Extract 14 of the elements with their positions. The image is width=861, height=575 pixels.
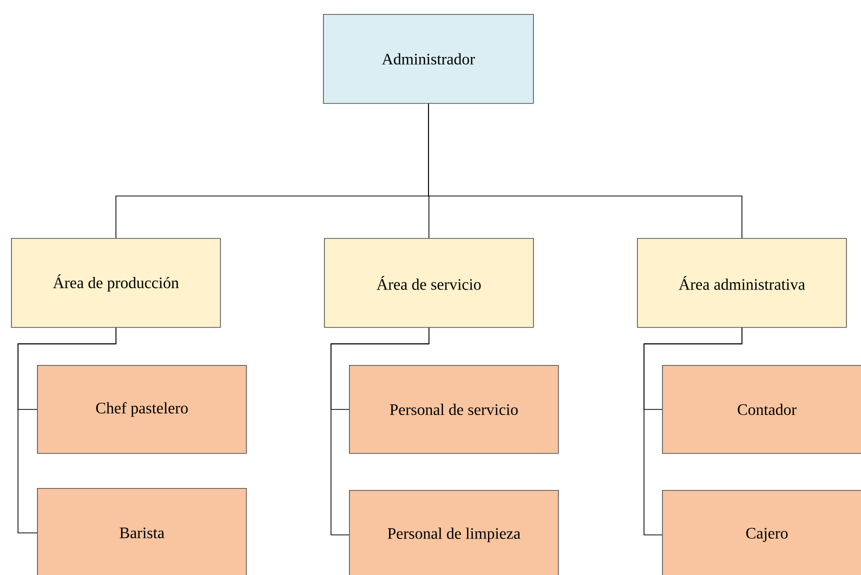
role-box: Personal de limpieza <box>349 490 559 575</box>
connector-line <box>644 327 742 536</box>
department-box: Área administrativa <box>637 238 847 328</box>
role-box: Chef pastelero <box>37 365 247 454</box>
role-box: Personal de servicio <box>349 365 559 454</box>
role-box: Contador <box>662 365 861 454</box>
connector-line <box>428 103 742 238</box>
role-box: Cajero <box>662 490 861 575</box>
connector-line <box>18 327 116 534</box>
manager-box: Administrador <box>323 14 534 104</box>
department-box: Área de servicio <box>324 238 534 328</box>
connector-line <box>330 327 430 536</box>
department-box: Área de producción <box>11 238 221 328</box>
role-box: Barista <box>37 488 247 575</box>
